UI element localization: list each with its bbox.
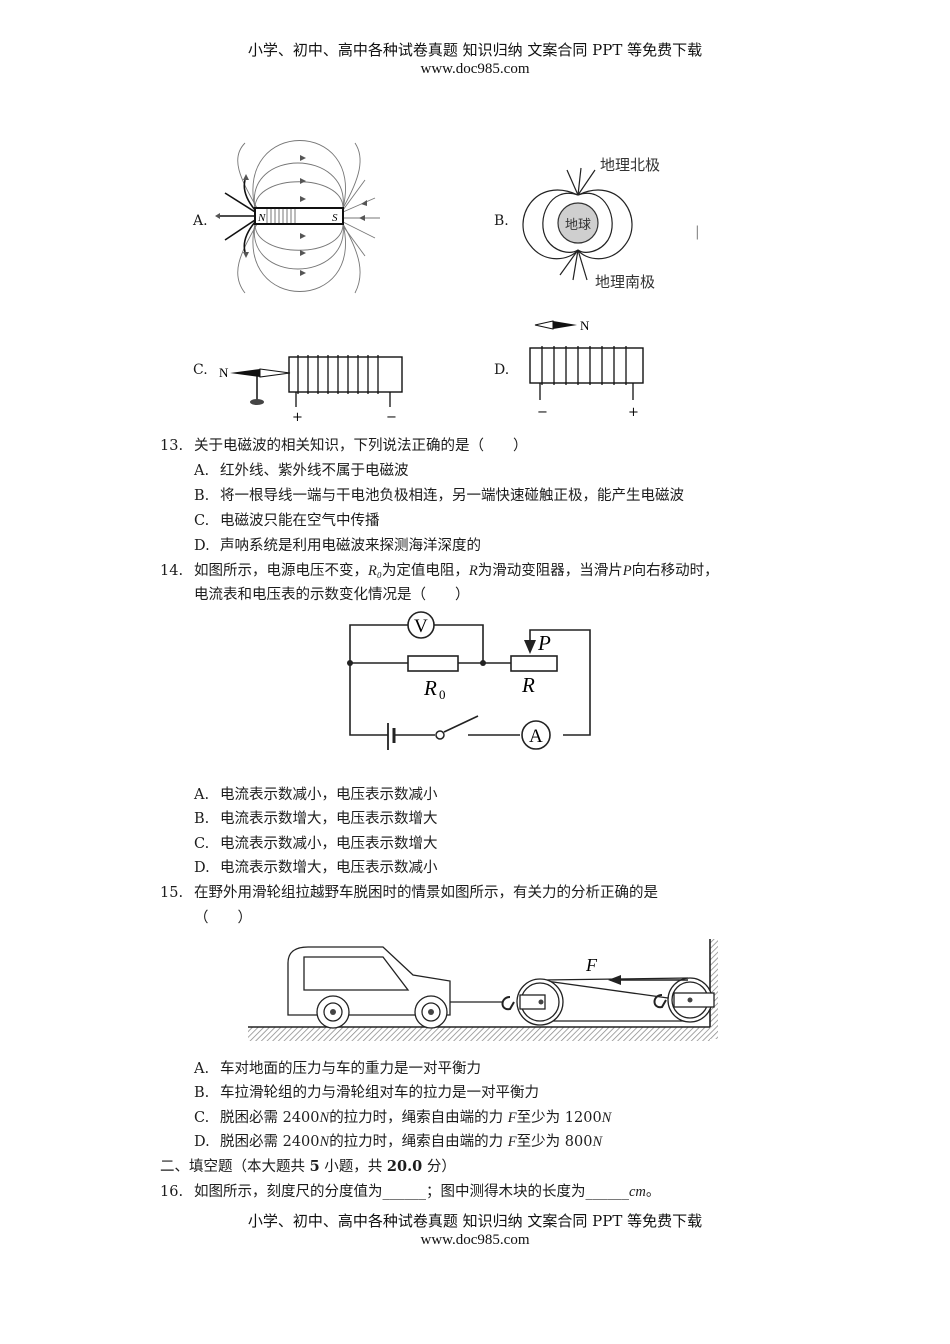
footer-banner: 小学、初中、高中各种试卷真题 知识归纳 文案合同 PPT 等免费下载 www.d… <box>0 1212 950 1250</box>
earth-magnetic-field-figure: 地球 地理北极 地理南极 | <box>522 156 700 291</box>
south-pole-label: 地理南极 <box>595 273 655 291</box>
force-f-label: F <box>585 955 598 975</box>
q16-blank2[interactable]: ______ <box>585 1184 630 1200</box>
q15-option-b: B.车拉滑轮组的力与滑轮组对车的拉力是一对平衡力 <box>194 1085 539 1101</box>
solenoid-figure-c: N + − <box>219 355 403 425</box>
fig-b-label: B. <box>494 213 509 229</box>
q15-option-d: D.脱困必需 2400N的拉力时，绳索自由端的力 F至少为 800N <box>194 1134 603 1150</box>
q13-option-a: A.红外线、紫外线不属于电磁波 <box>194 463 409 479</box>
footer-line1: 小学、初中、高中各种试卷真题 知识归纳 文案合同 PPT 等免费下载 <box>247 1212 703 1230</box>
q14-stem-line2: 电流表和电压表的示数变化情况是（ ） <box>194 587 470 603</box>
p-label: P <box>537 631 551 655</box>
minus-d: − <box>537 405 548 420</box>
stray-mark: | <box>695 224 700 240</box>
q15-option-a: A.车对地面的压力与车的重力是一对平衡力 <box>194 1061 481 1077</box>
q14-option-b: B.电流表示数增大，电压表示数增大 <box>194 811 438 827</box>
fig-a-label: A. <box>193 213 208 229</box>
q13-option-c: C.电磁波只能在空气中传播 <box>194 513 380 529</box>
fig-c-label: C. <box>193 362 208 378</box>
magnet-s: S <box>332 212 338 224</box>
minus-c: − <box>386 410 397 425</box>
q13-option-b: B.将一根导线一端与干电池负极相连，另一端快速碰触正极，能产生电磁波 <box>194 488 684 504</box>
ammeter-label: A <box>529 726 543 747</box>
q16-stem: 16.如图所示，刻度尺的分度值为______；图中测得木块的长度为______c… <box>160 1184 661 1200</box>
q15-stem-line2: （ ） <box>194 910 252 926</box>
voltmeter-label: V <box>414 616 428 637</box>
pulley-car-figure: F <box>248 939 718 1041</box>
circuit-diagram: V A R 0 R P <box>347 611 591 750</box>
header-line1: 小学、初中、高中各种试卷真题 知识归纳 文案合同 PPT 等免费下载 <box>247 41 703 59</box>
plus-d: + <box>628 405 639 420</box>
footer-url[interactable]: www.doc985.com <box>420 1232 530 1248</box>
q15-stem: 15.在野外用滑轮组拉越野车脱困时的情景如图所示，有关力的分析正确的是 <box>160 885 658 901</box>
needle-n-c: N <box>219 365 229 380</box>
fig-d-label: D. <box>494 362 510 378</box>
q14-option-a: A.电流表示数减小，电压表示数减小 <box>194 787 438 803</box>
q14-option-c: C.电流表示数减小，电压表示数增大 <box>194 836 438 852</box>
needle-n-d: N <box>580 318 590 333</box>
q14-stem: 14.如图所示，电源电压不变，R₀为定值电阻，R为滑动变阻器，当滑片P向右移动时… <box>160 563 719 579</box>
north-pole-label: 地理北极 <box>600 156 660 174</box>
plus-c: + <box>292 410 303 425</box>
header-url[interactable]: www.doc985.com <box>420 61 530 77</box>
q16-blank1[interactable]: ______ <box>382 1184 427 1200</box>
q14-option-d: D.电流表示数增大，电压表示数减小 <box>194 860 438 876</box>
magnet-n: N <box>257 212 266 224</box>
r-label: R <box>521 673 535 697</box>
q15-option-c: C.脱困必需 2400N的拉力时，绳索自由端的力 F至少为 1200N <box>194 1110 612 1126</box>
bar-magnet-field-figure: N S <box>215 140 380 294</box>
q13-stem: 13.关于电磁波的相关知识，下列说法正确的是（ ） <box>160 438 528 454</box>
r0-subscript: 0 <box>439 687 446 702</box>
header-banner: 小学、初中、高中各种试卷真题 知识归纳 文案合同 PPT 等免费下载 www.d… <box>0 41 950 79</box>
r0-label: R <box>423 676 437 700</box>
earth-label: 地球 <box>565 218 591 233</box>
solenoid-figure-d: N − + <box>529 318 644 420</box>
q13-option-d: D.声呐系统是利用电磁波来探测海洋深度的 <box>194 538 481 554</box>
section2-title: 二、填空题（本大题共 5 小题，共 20.0 分） <box>160 1158 456 1175</box>
